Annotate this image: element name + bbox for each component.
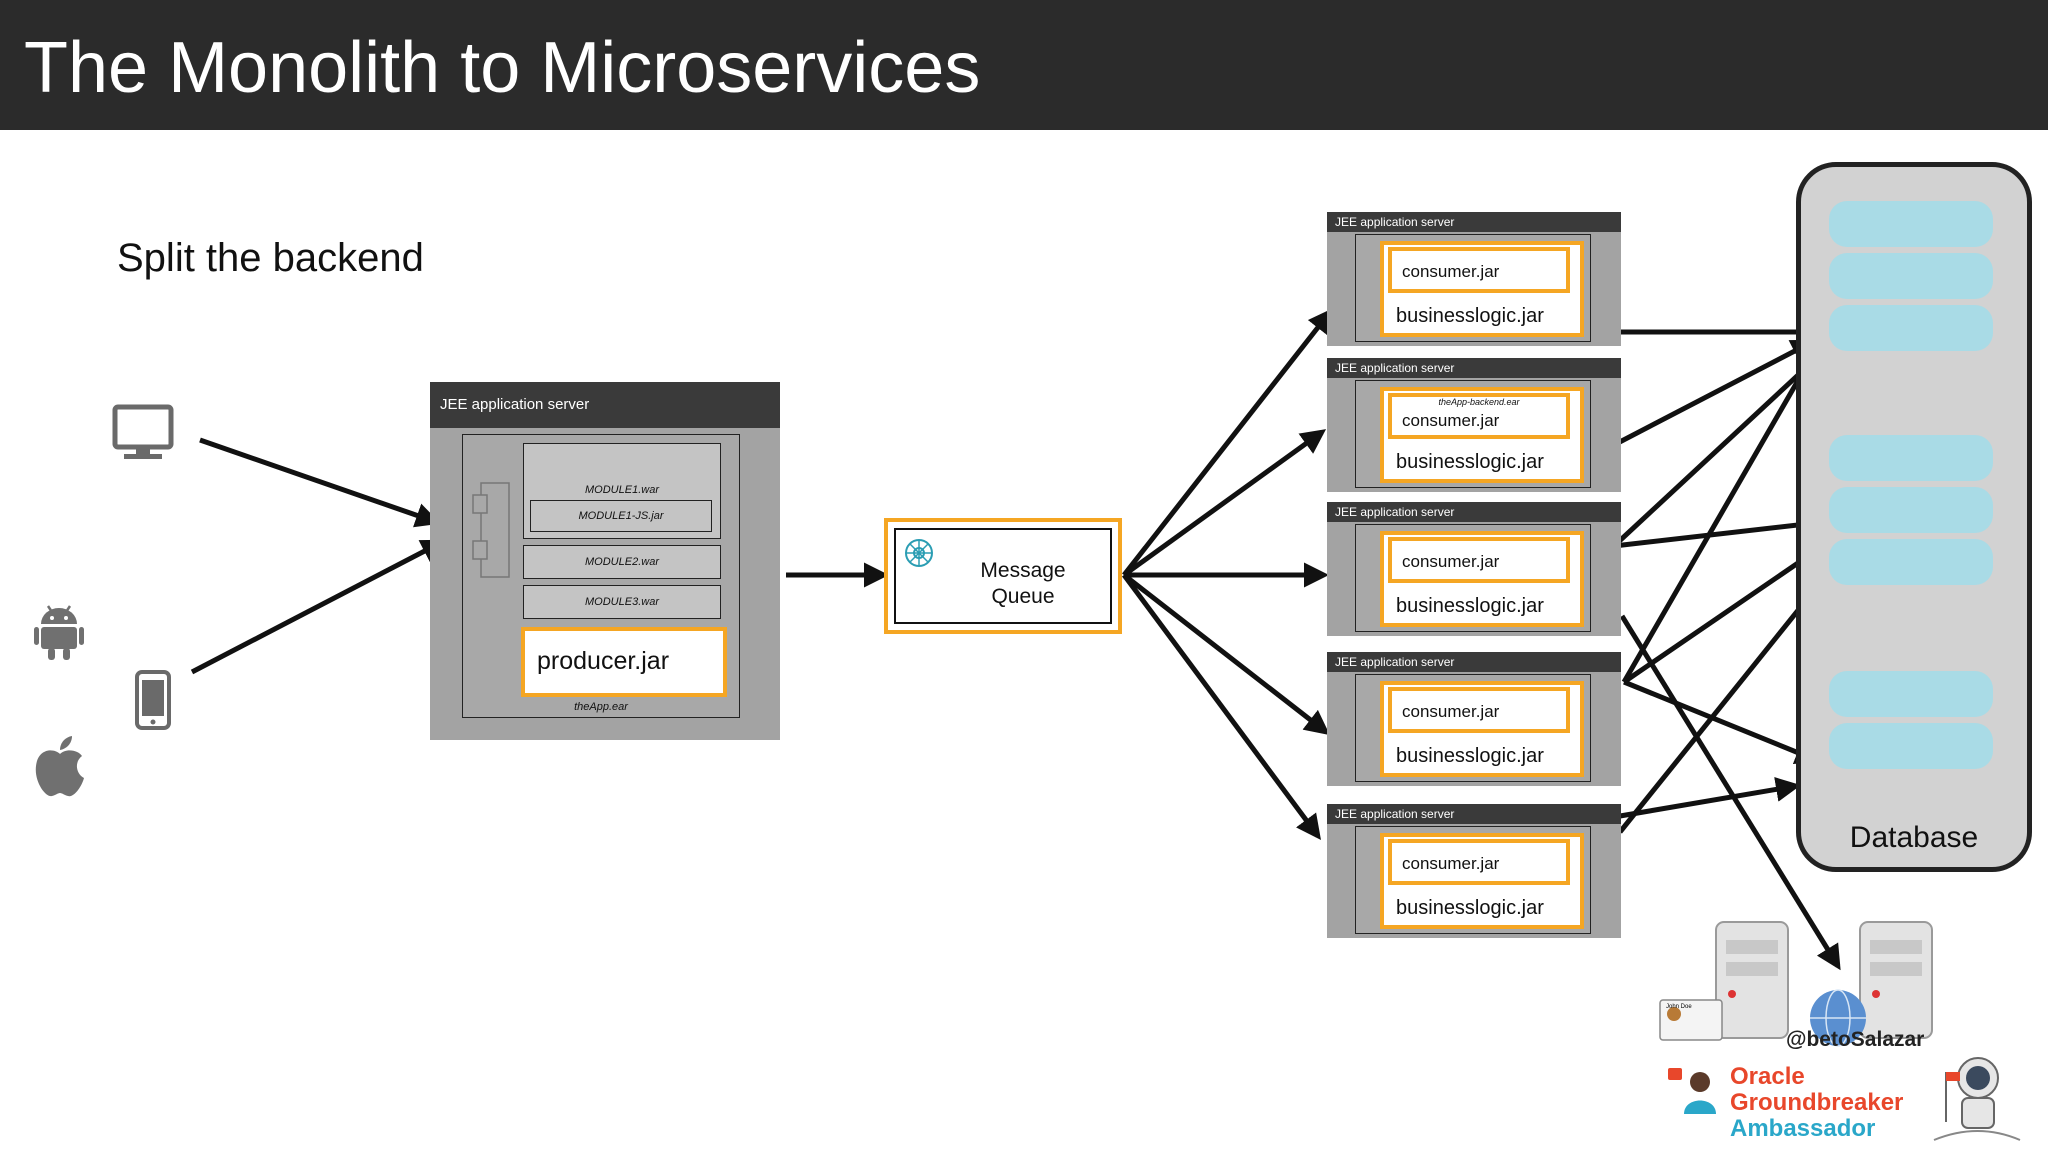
logic-label: businesslogic.jar [1396,305,1544,327]
oracle-text: Oracle [1730,1063,1805,1090]
slide-title: The Monolith to Microservices [24,28,981,108]
module-label: MODULE1.war [585,484,659,496]
slide-subtitle: Split the backend [117,236,424,280]
ear-container: businesslogic.jar consumer.jar [1355,674,1591,782]
database-label: Database [1849,821,1979,854]
producer-jar: producer.jar [521,627,727,697]
consumer-jar: consumer.jar [1388,247,1570,293]
logic-label: businesslogic.jar [1396,745,1544,767]
queue-wheel-icon [905,539,933,567]
message-queue-inner: Message Queue [894,528,1112,624]
businesslogic-jar: businesslogic.jar consumer.jar [1380,833,1584,929]
server-label: JEE application server [1335,655,1455,669]
consumer-jar: theApp-backend.ear consumer.jar [1388,393,1570,439]
server-label: JEE application server [1335,807,1455,821]
ambassador-logo: Oracle Groundbreaker Ambassador [1730,1064,1903,1142]
consumer-label: consumer.jar [1402,702,1500,721]
desktop-monitor-icon [112,404,174,459]
server-label: JEE application server [1335,215,1455,229]
ear-container: businesslogic.jar theApp-backend.ear con… [1355,380,1591,488]
server-title-bar: JEE application server [1327,502,1621,522]
logic-label: businesslogic.jar [1396,897,1544,919]
arrow-service-4-to-db [1623,679,1821,765]
module-label: MODULE2.war [585,556,659,568]
arrow-queue-to-service-5 [1121,573,1321,841]
server-towers-icon [1659,921,1933,1041]
component-icon [472,482,510,578]
module-label: MODULE1-JS.jar [578,510,664,522]
ear-container: businesslogic.jar consumer.jar [1355,524,1591,632]
module2-war: MODULE2.war [523,545,721,579]
logic-label: businesslogic.jar [1396,595,1544,617]
arrow-queue-to-service-4 [1122,573,1330,736]
service-server-3: JEE application server businesslogic.jar… [1327,502,1621,636]
module-label: MODULE3.war [585,596,659,608]
monolith-app-server: JEE application server MODULE1.war MODUL… [430,382,780,740]
service-server-2: JEE application server businesslogic.jar… [1327,358,1621,492]
ear-container: MODULE1.war MODULE1-JS.jar MODULE2.war M… [462,434,740,718]
ear-label: theApp-backend.ear [1438,397,1520,407]
arrow-desktop-to-monolith [199,437,441,528]
server-label: JEE application server [440,396,590,413]
arrow-service-3-to-server [1619,614,1841,971]
module1-js-jar: MODULE1-JS.jar [530,500,712,532]
database-container: Database [1796,162,2032,872]
consumer-jar: consumer.jar [1388,687,1570,733]
message-queue: Message Queue [884,518,1122,634]
apple-icon [35,736,84,797]
consumer-label: consumer.jar [1402,262,1500,281]
arrow-service-4-to-db-c [1618,574,1828,834]
server-title-bar: JEE application server [1327,804,1621,824]
module1-war: MODULE1.war MODULE1-JS.jar [523,443,721,539]
title-bar: The Monolith to Microservices [0,0,2048,130]
arrow-service-5-to-db [1619,777,1801,819]
arrow-queue-to-service-1 [1122,308,1334,577]
service-server-1: JEE application server businesslogic.jar… [1327,212,1621,346]
consumer-label: consumer.jar [1402,552,1500,571]
consumer-label: consumer.jar [1402,854,1500,873]
groundbreaker-text: Groundbreaker [1730,1089,1904,1116]
arrow-service-3-to-db-b [1622,545,1825,685]
android-icon [34,605,84,660]
server-title-bar: JEE application server [1327,358,1621,378]
badge-name: John Doe [1666,1004,1692,1010]
astronaut-icon [1933,1057,2021,1141]
server-title-bar: JEE application server [1327,652,1621,672]
arrow-service-2-to-db [1610,339,1817,449]
consumer-jar: consumer.jar [1388,839,1570,885]
businesslogic-jar: businesslogic.jar consumer.jar [1380,531,1584,627]
logic-label: businesslogic.jar [1396,451,1544,473]
businesslogic-jar: businesslogic.jar theApp-backend.ear con… [1380,387,1584,483]
server-title-bar: JEE application server [1327,212,1621,232]
consumer-label: consumer.jar [1402,411,1500,430]
arrow-phone-to-monolith [190,539,447,675]
ear-container: businesslogic.jar consumer.jar [1355,826,1591,934]
database-cylinders-icon [1829,201,1993,769]
ambassador-avatar-icon [1668,1068,1716,1114]
arrow-service-4-to-db-b [1621,327,1829,684]
ambassador-text: Ambassador [1730,1115,1876,1142]
module3-war: MODULE3.war [523,585,721,619]
arrow-service-3-to-db [1613,511,1829,549]
consumer-jar: consumer.jar [1388,537,1570,583]
server-title-bar: JEE application server [430,382,780,428]
service-server-4: JEE application server businesslogic.jar… [1327,652,1621,786]
businesslogic-jar: businesslogic.jar consumer.jar [1380,681,1584,777]
ear-container: businesslogic.jar consumer.jar [1355,234,1591,342]
server-label: JEE application server [1335,361,1455,375]
producer-label: producer.jar [537,647,670,675]
ear-label: theApp.ear [574,701,628,713]
message-queue-label: Message Queue [980,559,1066,608]
arrow-queue-to-service-2 [1122,429,1327,578]
twitter-handle: @betoSalazar [1786,1028,1925,1051]
service-server-5: JEE application server businesslogic.jar… [1327,804,1621,938]
mobile-phone-icon [135,670,171,730]
businesslogic-jar: businesslogic.jar consumer.jar [1380,241,1584,337]
globe-icon [1810,989,1866,1047]
server-label: JEE application server [1335,505,1455,519]
